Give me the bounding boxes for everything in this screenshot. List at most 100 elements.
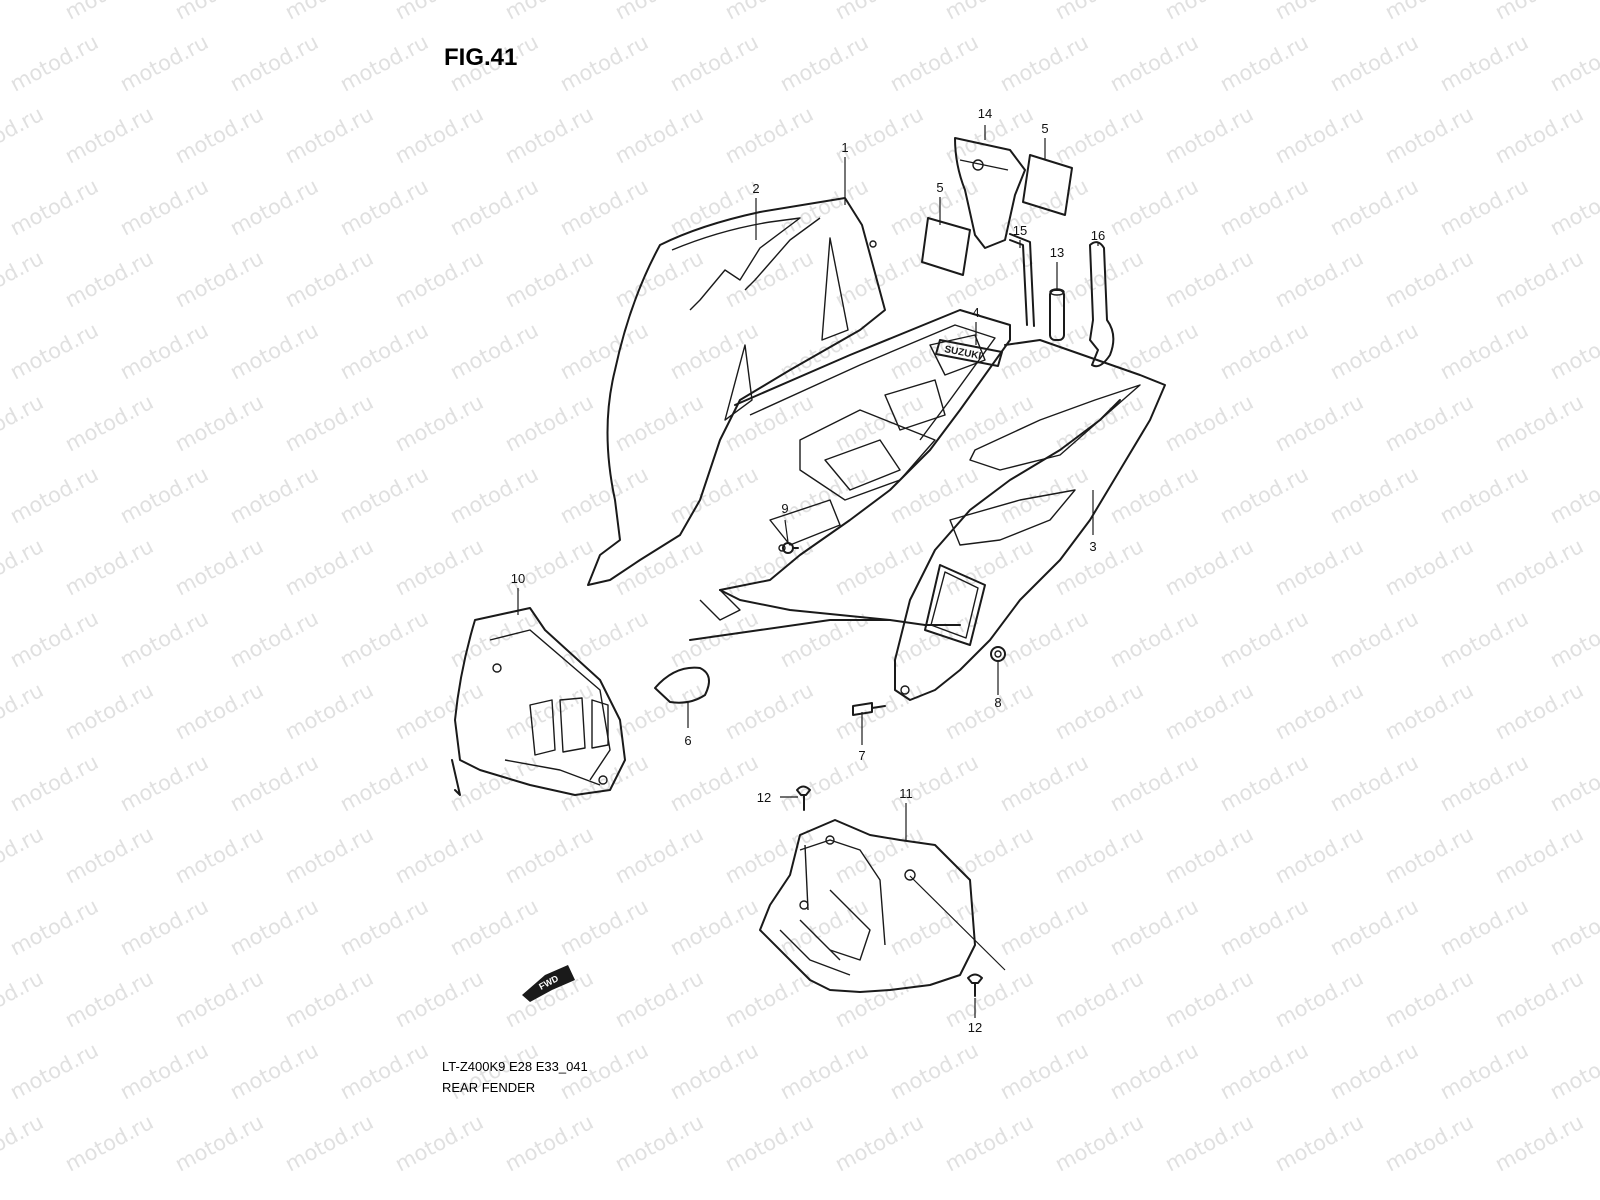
cap-part-6[interactable] (654, 666, 710, 704)
callouts: 1 2 3 4 5 5 6 7 8 9 10 11 12 12 13 14 15… (511, 106, 1105, 1035)
screw-part-12-upper[interactable] (796, 785, 811, 811)
watermark-text: motod.ru (0, 102, 47, 168)
watermark-text: motod.ru (501, 534, 597, 600)
callout-5-lower: 5 (936, 180, 943, 195)
watermark-text: motod.ru (941, 822, 1037, 888)
watermark-text: motod.ru (1546, 606, 1600, 672)
model-code: LT-Z400K9 E28 E33_041 (442, 1059, 588, 1074)
clip-part-9[interactable] (782, 542, 799, 554)
watermark-text: motod.ru (1436, 750, 1532, 816)
watermark-text: motod.ru (391, 102, 487, 168)
callout-3: 3 (1089, 539, 1096, 554)
watermark-text: motod.ru (1546, 462, 1600, 528)
watermark-text: motod.ru (0, 822, 47, 888)
watermark-text: motod.ru (556, 606, 652, 672)
watermark-text: motod.ru (886, 30, 982, 96)
watermark-text: motod.ru (226, 318, 322, 384)
watermark-text: motod.ru (226, 174, 322, 240)
watermark-text: motod.ru (116, 606, 212, 672)
callout-13: 13 (1050, 245, 1064, 260)
watermark-text: motod.ru (721, 822, 817, 888)
reflector-part-5-lower[interactable] (921, 217, 971, 276)
watermark-text: motod.ru (831, 390, 927, 456)
watermark-text: motod.ru (391, 1110, 487, 1176)
watermark-text: motod.ru (281, 246, 377, 312)
watermark-text: motod.ru (996, 750, 1092, 816)
watermark-text: motod.ru (666, 174, 762, 240)
grommet-part-8[interactable] (990, 646, 1006, 662)
watermark-text: motod.ru (886, 462, 982, 528)
watermark-text: motod.ru (611, 102, 707, 168)
watermark-text: motod.ru (1216, 1038, 1312, 1104)
watermark-text: motod.ru (446, 318, 542, 384)
watermark-text: motod.ru (61, 390, 157, 456)
watermark-text: motod.ru (1106, 30, 1202, 96)
watermark-text: motod.ru (1106, 606, 1202, 672)
reflector-part-5-upper[interactable] (1022, 154, 1073, 216)
watermark-text: motod.ru (611, 246, 707, 312)
watermark-text: motod.ru (1161, 966, 1257, 1032)
mud-guard-part-10[interactable] (451, 607, 626, 796)
mud-guard-part-11[interactable] (759, 819, 976, 993)
watermark-text: motod.ru (171, 822, 267, 888)
watermark-text: motod.ru (501, 246, 597, 312)
watermark-text: motod.ru (116, 462, 212, 528)
watermark-text: motod.ru (6, 174, 102, 240)
watermark-text: motod.ru (1326, 750, 1422, 816)
watermark-text: motod.ru (721, 102, 817, 168)
watermark-text: motod.ru (6, 894, 102, 960)
spanner-part-16[interactable] (1089, 241, 1115, 368)
watermark-text: motod.ru (886, 1038, 982, 1104)
watermark-text: motod.ru (721, 966, 817, 1032)
watermark-text: motod.ru (336, 174, 432, 240)
watermark-text: motod.ru (61, 534, 157, 600)
rear-fender-part-1[interactable]: SUZUKI (587, 197, 1166, 701)
watermark-text: motod.ru (611, 0, 707, 24)
watermark-text: motod.ru (6, 462, 102, 528)
watermark-text: motod.ru (171, 678, 267, 744)
watermark-text: motod.ru (1326, 318, 1422, 384)
watermark-text: motod.ru (831, 966, 927, 1032)
watermark-text: motod.ru (1161, 390, 1257, 456)
watermark-text: motod.ru (1271, 390, 1367, 456)
watermark-text: motod.ru (171, 390, 267, 456)
watermark-text: motod.ru (666, 318, 762, 384)
watermark-text: motod.ru (556, 174, 652, 240)
watermark-text: motod.ru (61, 822, 157, 888)
watermark-text: motod.ru (1491, 966, 1587, 1032)
watermark-text: motod.ru (666, 1038, 762, 1104)
watermark-text: motod.ru (1271, 102, 1367, 168)
forward-direction-badge: FWD (522, 965, 575, 1002)
watermark-text: motod.ru (336, 318, 432, 384)
screw-part-7[interactable] (852, 702, 886, 716)
watermark-text: motod.ru (1051, 822, 1147, 888)
watermark-text: motod.ru (1051, 678, 1147, 744)
watermark-text: motod.ru (336, 750, 432, 816)
watermark-text: motod.ru (226, 1038, 322, 1104)
watermark-text: motod.ru (0, 0, 47, 24)
watermark-text: motod.ru (391, 390, 487, 456)
watermark-text: motod.ru (501, 822, 597, 888)
watermark-text: motod.ru (611, 966, 707, 1032)
watermark-text: motod.ru (556, 318, 652, 384)
watermark-text: motod.ru (116, 318, 212, 384)
watermark-text: motod.ru (1326, 174, 1422, 240)
watermark-text: motod.ru (171, 534, 267, 600)
watermark-text: motod.ru (171, 1110, 267, 1176)
hex-key-part-15[interactable] (1009, 233, 1035, 327)
callout-11: 11 (899, 786, 913, 801)
watermark-text: motod.ru (1436, 606, 1532, 672)
watermark-text: motod.ru (226, 606, 322, 672)
watermark-text: motod.ru (831, 534, 927, 600)
watermark-text: motod.ru (1436, 462, 1532, 528)
callout-2: 2 (752, 181, 759, 196)
watermark-text: motod.ru (0, 966, 47, 1032)
watermark-text: motod.ru (226, 30, 322, 96)
watermark-text: motod.ru (1051, 534, 1147, 600)
tool-bag-part-14[interactable] (954, 137, 1026, 249)
watermark-text: motod.ru (501, 102, 597, 168)
watermark-text: motod.ru (1106, 1038, 1202, 1104)
callout-12-lower: 12 (968, 1020, 982, 1035)
screw-part-12-lower[interactable] (967, 973, 983, 997)
